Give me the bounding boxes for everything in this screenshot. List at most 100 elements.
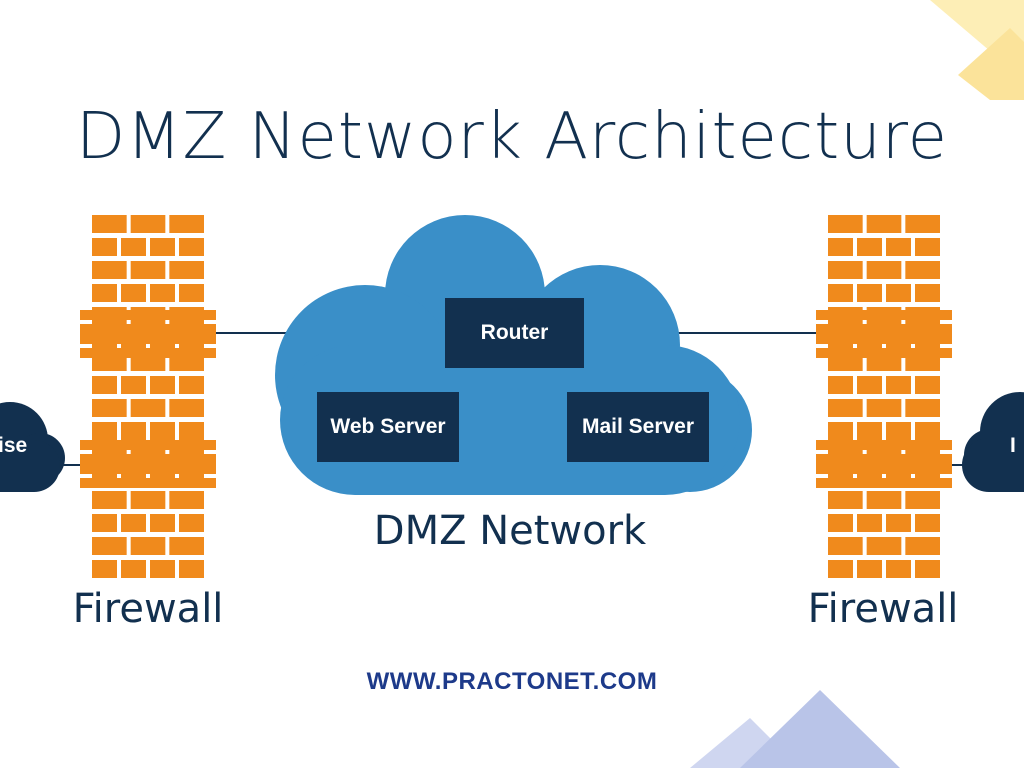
firewall-brick — [857, 422, 882, 440]
firewall-brick — [866, 537, 902, 555]
left-cloud-label: ise — [0, 434, 28, 457]
firewall-brick — [915, 238, 940, 256]
firewall-brick — [92, 284, 117, 302]
firewall-ring — [80, 324, 216, 344]
firewall-brick — [866, 399, 902, 417]
firewall-brick — [915, 514, 940, 532]
mail-server-node: Mail Server — [567, 392, 709, 462]
firewall-brick — [886, 238, 911, 256]
firewall-brick — [150, 560, 175, 578]
firewall-brick — [905, 491, 940, 509]
firewall-brick — [169, 399, 204, 417]
firewall-brick — [866, 261, 902, 279]
firewall-ring — [80, 454, 216, 474]
firewall-brick — [150, 514, 175, 532]
firewall-brick — [169, 491, 204, 509]
firewall-brick — [828, 537, 863, 555]
firewall-ring — [80, 310, 216, 320]
firewall-brick — [179, 284, 204, 302]
firewall-brick — [828, 284, 853, 302]
firewall-brick — [915, 376, 940, 394]
firewall-brick — [121, 376, 146, 394]
firewall-brick — [857, 560, 882, 578]
firewall-ring — [80, 478, 216, 488]
firewall-brick — [915, 284, 940, 302]
diagram-title: DMZ Network Architecture — [75, 100, 949, 174]
decor-bottom-right — [690, 690, 900, 768]
firewall-brick — [828, 376, 853, 394]
firewall-brick — [886, 514, 911, 532]
right-cloud — [962, 392, 1024, 492]
firewall-brick — [130, 491, 166, 509]
firewall-brick — [92, 215, 127, 233]
firewall-brick — [828, 399, 863, 417]
right-firewall — [816, 215, 952, 578]
firewall-brick — [130, 399, 166, 417]
firewall-brick — [886, 560, 911, 578]
firewall-brick — [92, 514, 117, 532]
firewall-brick — [169, 537, 204, 555]
firewall-brick — [92, 560, 117, 578]
firewall-brick — [886, 422, 911, 440]
left-firewall-label: Firewall — [72, 586, 224, 632]
firewall-brick — [866, 215, 902, 233]
right-cloud-label: I — [1010, 434, 1016, 457]
firewall-brick — [150, 238, 175, 256]
firewall-brick — [857, 376, 882, 394]
firewall-brick — [828, 422, 853, 440]
firewall-brick — [121, 560, 146, 578]
firewall-brick — [92, 376, 117, 394]
firewall-brick — [92, 261, 127, 279]
firewall-brick — [905, 261, 940, 279]
left-firewall — [80, 215, 216, 578]
firewall-brick — [828, 514, 853, 532]
firewall-ring — [80, 440, 216, 450]
firewall-brick — [130, 537, 166, 555]
firewall-brick — [130, 215, 166, 233]
firewall-brick — [857, 514, 882, 532]
firewall-brick — [828, 560, 853, 578]
firewall-brick — [150, 376, 175, 394]
website-link[interactable]: WWW.PRACTONET.COM — [366, 668, 658, 695]
firewall-brick — [130, 261, 166, 279]
right-firewall-label: Firewall — [807, 586, 959, 632]
firewall-ring — [80, 348, 216, 358]
firewall-brick — [915, 422, 940, 440]
firewall-brick — [92, 399, 127, 417]
firewall-brick — [169, 261, 204, 279]
firewall-brick — [121, 514, 146, 532]
router-node: Router — [445, 298, 584, 368]
firewall-brick — [92, 422, 117, 440]
firewall-brick — [121, 284, 146, 302]
firewall-brick — [169, 215, 204, 233]
firewall-brick — [179, 514, 204, 532]
firewall-ring — [816, 478, 952, 488]
firewall-ring — [816, 348, 952, 358]
firewall-brick — [828, 238, 853, 256]
firewall-brick — [857, 284, 882, 302]
firewall-brick — [828, 215, 863, 233]
firewall-brick — [179, 238, 204, 256]
firewall-ring — [816, 454, 952, 474]
firewall-ring — [816, 324, 952, 344]
firewall-brick — [886, 376, 911, 394]
firewall-brick — [92, 238, 117, 256]
firewall-brick — [121, 422, 146, 440]
firewall-ring — [816, 310, 952, 320]
firewall-brick — [121, 238, 146, 256]
firewall-brick — [179, 560, 204, 578]
firewall-brick — [866, 491, 902, 509]
firewall-brick — [905, 215, 940, 233]
firewall-brick — [886, 284, 911, 302]
firewall-brick — [828, 261, 863, 279]
firewall-brick — [905, 399, 940, 417]
firewall-brick — [857, 238, 882, 256]
firewall-brick — [905, 537, 940, 555]
firewall-brick — [150, 284, 175, 302]
dmz-network-label: DMZ Network — [373, 508, 647, 554]
firewall-brick — [150, 422, 175, 440]
decor-top-right — [930, 0, 1024, 100]
firewall-brick — [92, 537, 127, 555]
firewall-brick — [915, 560, 940, 578]
firewall-brick — [179, 422, 204, 440]
